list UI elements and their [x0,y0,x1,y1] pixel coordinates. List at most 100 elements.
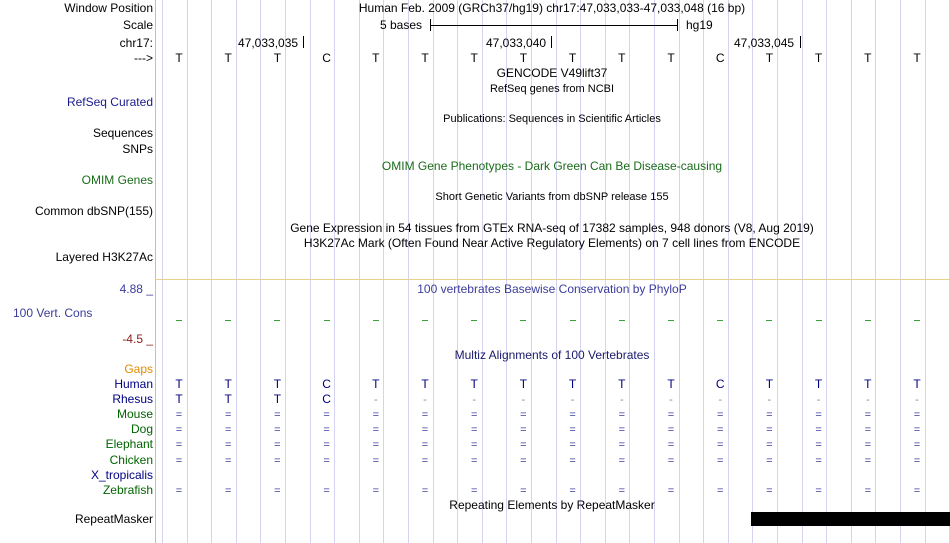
alignment-base: = [274,439,281,452]
alignment-base: - [767,394,772,407]
alignment-base: = [224,439,232,452]
sequence-base: T [618,51,626,65]
coord-2: 47,033,040 [486,36,547,50]
phylop-track-title: 100 vertebrates Basewise Conservation by… [417,282,687,296]
repeatmasker-track-label[interactable]: RepeatMasker [74,512,153,526]
alignment-base: = [766,424,773,437]
base-guide-line [358,0,360,543]
base-guide-line [432,0,434,543]
phylop-mark [520,320,527,321]
alignment-base: = [618,424,626,437]
gencode-track-title[interactable]: GENCODE V49lift37 [496,66,608,80]
alignment-base: = [569,424,576,437]
alignment-base: T [864,377,872,391]
base-guide-line [924,0,926,543]
alignment-base: - [619,394,624,407]
alignment-base: = [520,409,527,422]
alignment-base: = [766,454,773,467]
species-label[interactable]: Zebrafish [102,482,153,497]
phylop-mark [914,320,920,321]
base-guide-line [777,0,778,543]
alignment-base: = [274,424,281,437]
species-label[interactable]: Human [114,377,153,391]
alignment-base: = [520,484,527,497]
alignment-base: - [570,394,575,407]
base-guide-line [457,0,459,543]
species-label[interactable]: Elephant [105,437,153,452]
label-separator [155,0,156,543]
chrom-label: chr17: [119,36,153,50]
coord-1: 47,033,035 [238,36,299,50]
snps-track-label[interactable]: SNPs [122,142,153,156]
species-label[interactable]: Chicken [109,452,153,467]
alignment-base: = [864,454,872,467]
alignment-base: T [421,377,429,391]
species-label[interactable]: Rhesus [112,392,153,407]
alignment-base: = [766,439,773,452]
phylop-mark [422,320,428,321]
alignment-base: = [569,484,576,497]
sequence-base: T [519,51,528,65]
base-guide-line [850,0,852,543]
coord-1-tick [303,36,304,48]
scale-bar [430,25,678,26]
alignment-base: = [913,439,921,452]
alignment-base: = [667,484,675,497]
alignment-base: = [716,424,724,437]
alignment-base: = [864,484,872,497]
omim-track-title: OMIM Gene Phenotypes - Dark Green Can Be… [381,159,723,173]
alignment-base: = [569,409,576,422]
gaps-track-label[interactable]: Gaps [124,362,153,376]
alignment-base: T [618,377,626,391]
sequences-track-label[interactable]: Sequences [92,126,153,140]
dbsnp-track-label[interactable]: Common dbSNP(155) [34,204,153,218]
alignment-base: = [618,484,626,497]
refseq-track-label[interactable]: RefSeq Curated [66,95,153,109]
phylop-max-label: 4.88 _ [119,282,153,296]
alignment-base: = [224,454,232,467]
alignment-base: = [175,454,183,467]
alignment-base: - [915,394,919,407]
sequence-base: T [667,51,675,65]
alignment-base: = [175,439,183,452]
base-guide-line [334,0,336,543]
alignment-base: = [323,454,330,467]
alignment-base: = [372,439,380,452]
alignment-base: = [667,409,675,422]
coord-3: 47,033,045 [734,36,795,50]
repeatmasker-element[interactable] [751,512,950,526]
base-guide-line [531,0,532,543]
repeatmasker-track-title: Repeating Elements by RepeatMasker [449,498,655,512]
gtex-track-title: Gene Expression in 54 tissues from GTEx … [290,221,814,235]
base-guide-line [211,0,213,543]
alignment-base: = [864,424,872,437]
alignment-base: T [224,377,232,391]
phylop-mark [668,320,674,321]
alignment-base: = [470,454,478,467]
alignment-base: = [766,409,773,422]
h3k27ac-track-label[interactable]: Layered H3K27Ac [55,250,153,264]
alignment-base: = [323,484,330,497]
species-label[interactable]: X_tropicalis [90,467,153,482]
alignment-base: T [913,377,921,391]
phylop-track-label[interactable]: 100 Vert. Cons [13,306,93,320]
dbsnp-track-title: Short Genetic Variants from dbSNP releas… [435,191,669,203]
base-guide-line [752,0,754,543]
alignment-base: = [569,454,576,467]
base-guide-line [285,0,286,543]
alignment-base: - [521,394,526,407]
alignment-base: = [323,424,330,437]
phylop-mark [225,320,232,321]
alignment-base: C [322,377,331,391]
alignment-base: = [520,454,527,467]
scale-db: hg19 [686,18,713,32]
base-guide-line [900,0,901,543]
species-label[interactable]: Mouse [116,407,153,422]
alignment-base: = [815,409,822,422]
alignment-base: = [569,439,576,452]
alignment-base: = [175,409,183,422]
species-label[interactable]: Dog [130,422,153,437]
omim-track-label[interactable]: OMIM Genes [81,173,153,187]
alignment-base: - [718,394,723,407]
scale-label: Scale [122,18,153,32]
